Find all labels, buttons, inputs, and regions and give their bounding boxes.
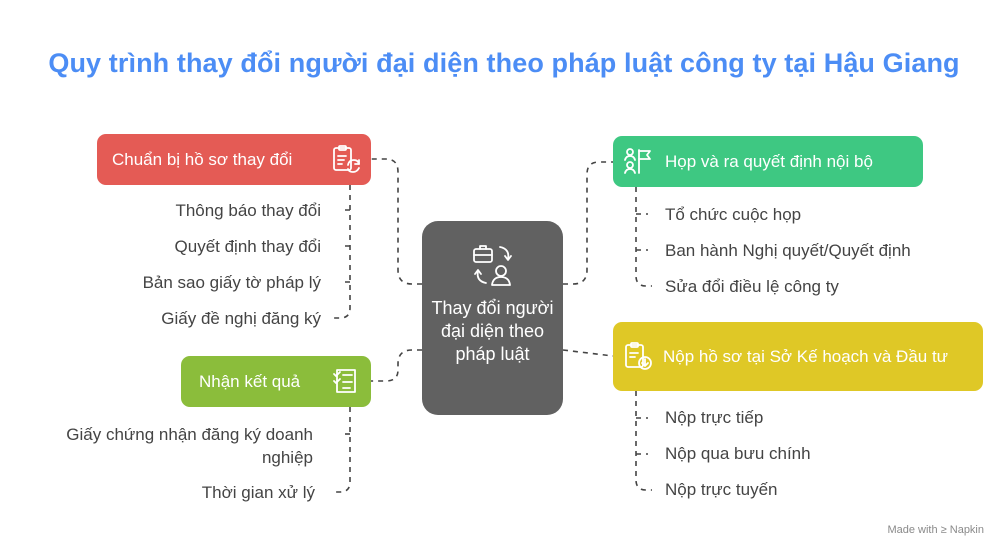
list-item: Thời gian xử lý: [201, 483, 315, 502]
branch-label: Nộp hồ sơ tại Sở Kế hoạch và Đầu tư: [663, 347, 949, 366]
connector-olive: [371, 349, 422, 382]
branch-label: Chuẩn bị hồ sơ thay đổi: [112, 149, 293, 169]
list-item: Nộp trực tiếp: [665, 408, 764, 427]
list-item: Giấy chứng nhận đăng ký doanh nghiệp: [66, 425, 313, 467]
branch-submit-dossier: Nộp hồ sơ tại Sở Kế hoạch và Đầu tư: [613, 322, 983, 391]
clipboard-refresh-icon: [333, 145, 360, 173]
checklist-icon: [333, 369, 356, 393]
center-label: Thay đổi người đại diện theo pháp luật: [431, 298, 554, 364]
list-item: Tổ chức cuộc họp: [665, 205, 802, 224]
center-node: Thay đổi người đại diện theo pháp luật: [422, 221, 563, 415]
branch-label: Nhận kết quả: [199, 371, 301, 391]
list-item: Sửa đổi điều lệ công ty: [665, 277, 839, 296]
connector-red-items: [334, 185, 351, 319]
connector-green-items: [635, 187, 652, 287]
people-flag-icon: [624, 148, 651, 174]
list-item: Nộp qua bưu chính: [665, 444, 811, 463]
list-item: Quyết định thay đổi: [174, 237, 321, 256]
connector-yellow: [562, 349, 614, 357]
briefcase-person-swap-icon: [473, 245, 512, 286]
list-item: Giấy đề nghị đăng ký: [161, 309, 321, 328]
branch-prepare-dossier: Chuẩn bị hồ sơ thay đổi: [97, 134, 371, 185]
list-item: Bản sao giấy tờ pháp lý: [142, 273, 321, 292]
list-item: Ban hành Nghị quyết/Quyết định: [665, 241, 911, 260]
diagram-title: Quy trình thay đổi người đại diện theo p…: [48, 48, 960, 78]
branch-receive-result: Nhận kết quả: [181, 356, 371, 407]
list-item: Nộp trực tuyến: [665, 480, 778, 499]
connector-olive-items: [334, 407, 351, 493]
list-item: Thông báo thay đổi: [175, 201, 321, 220]
connector-green: [563, 161, 613, 285]
branch-label: Họp và ra quyết định nội bộ: [665, 151, 873, 171]
clipboard-download-icon: [625, 342, 652, 370]
connector-yellow-items: [635, 391, 652, 491]
branch-internal-meeting: Họp và ra quyết định nội bộ: [613, 136, 923, 187]
connector-red: [371, 158, 422, 285]
napkin-watermark: Made with ≥ Napkin: [887, 524, 984, 536]
